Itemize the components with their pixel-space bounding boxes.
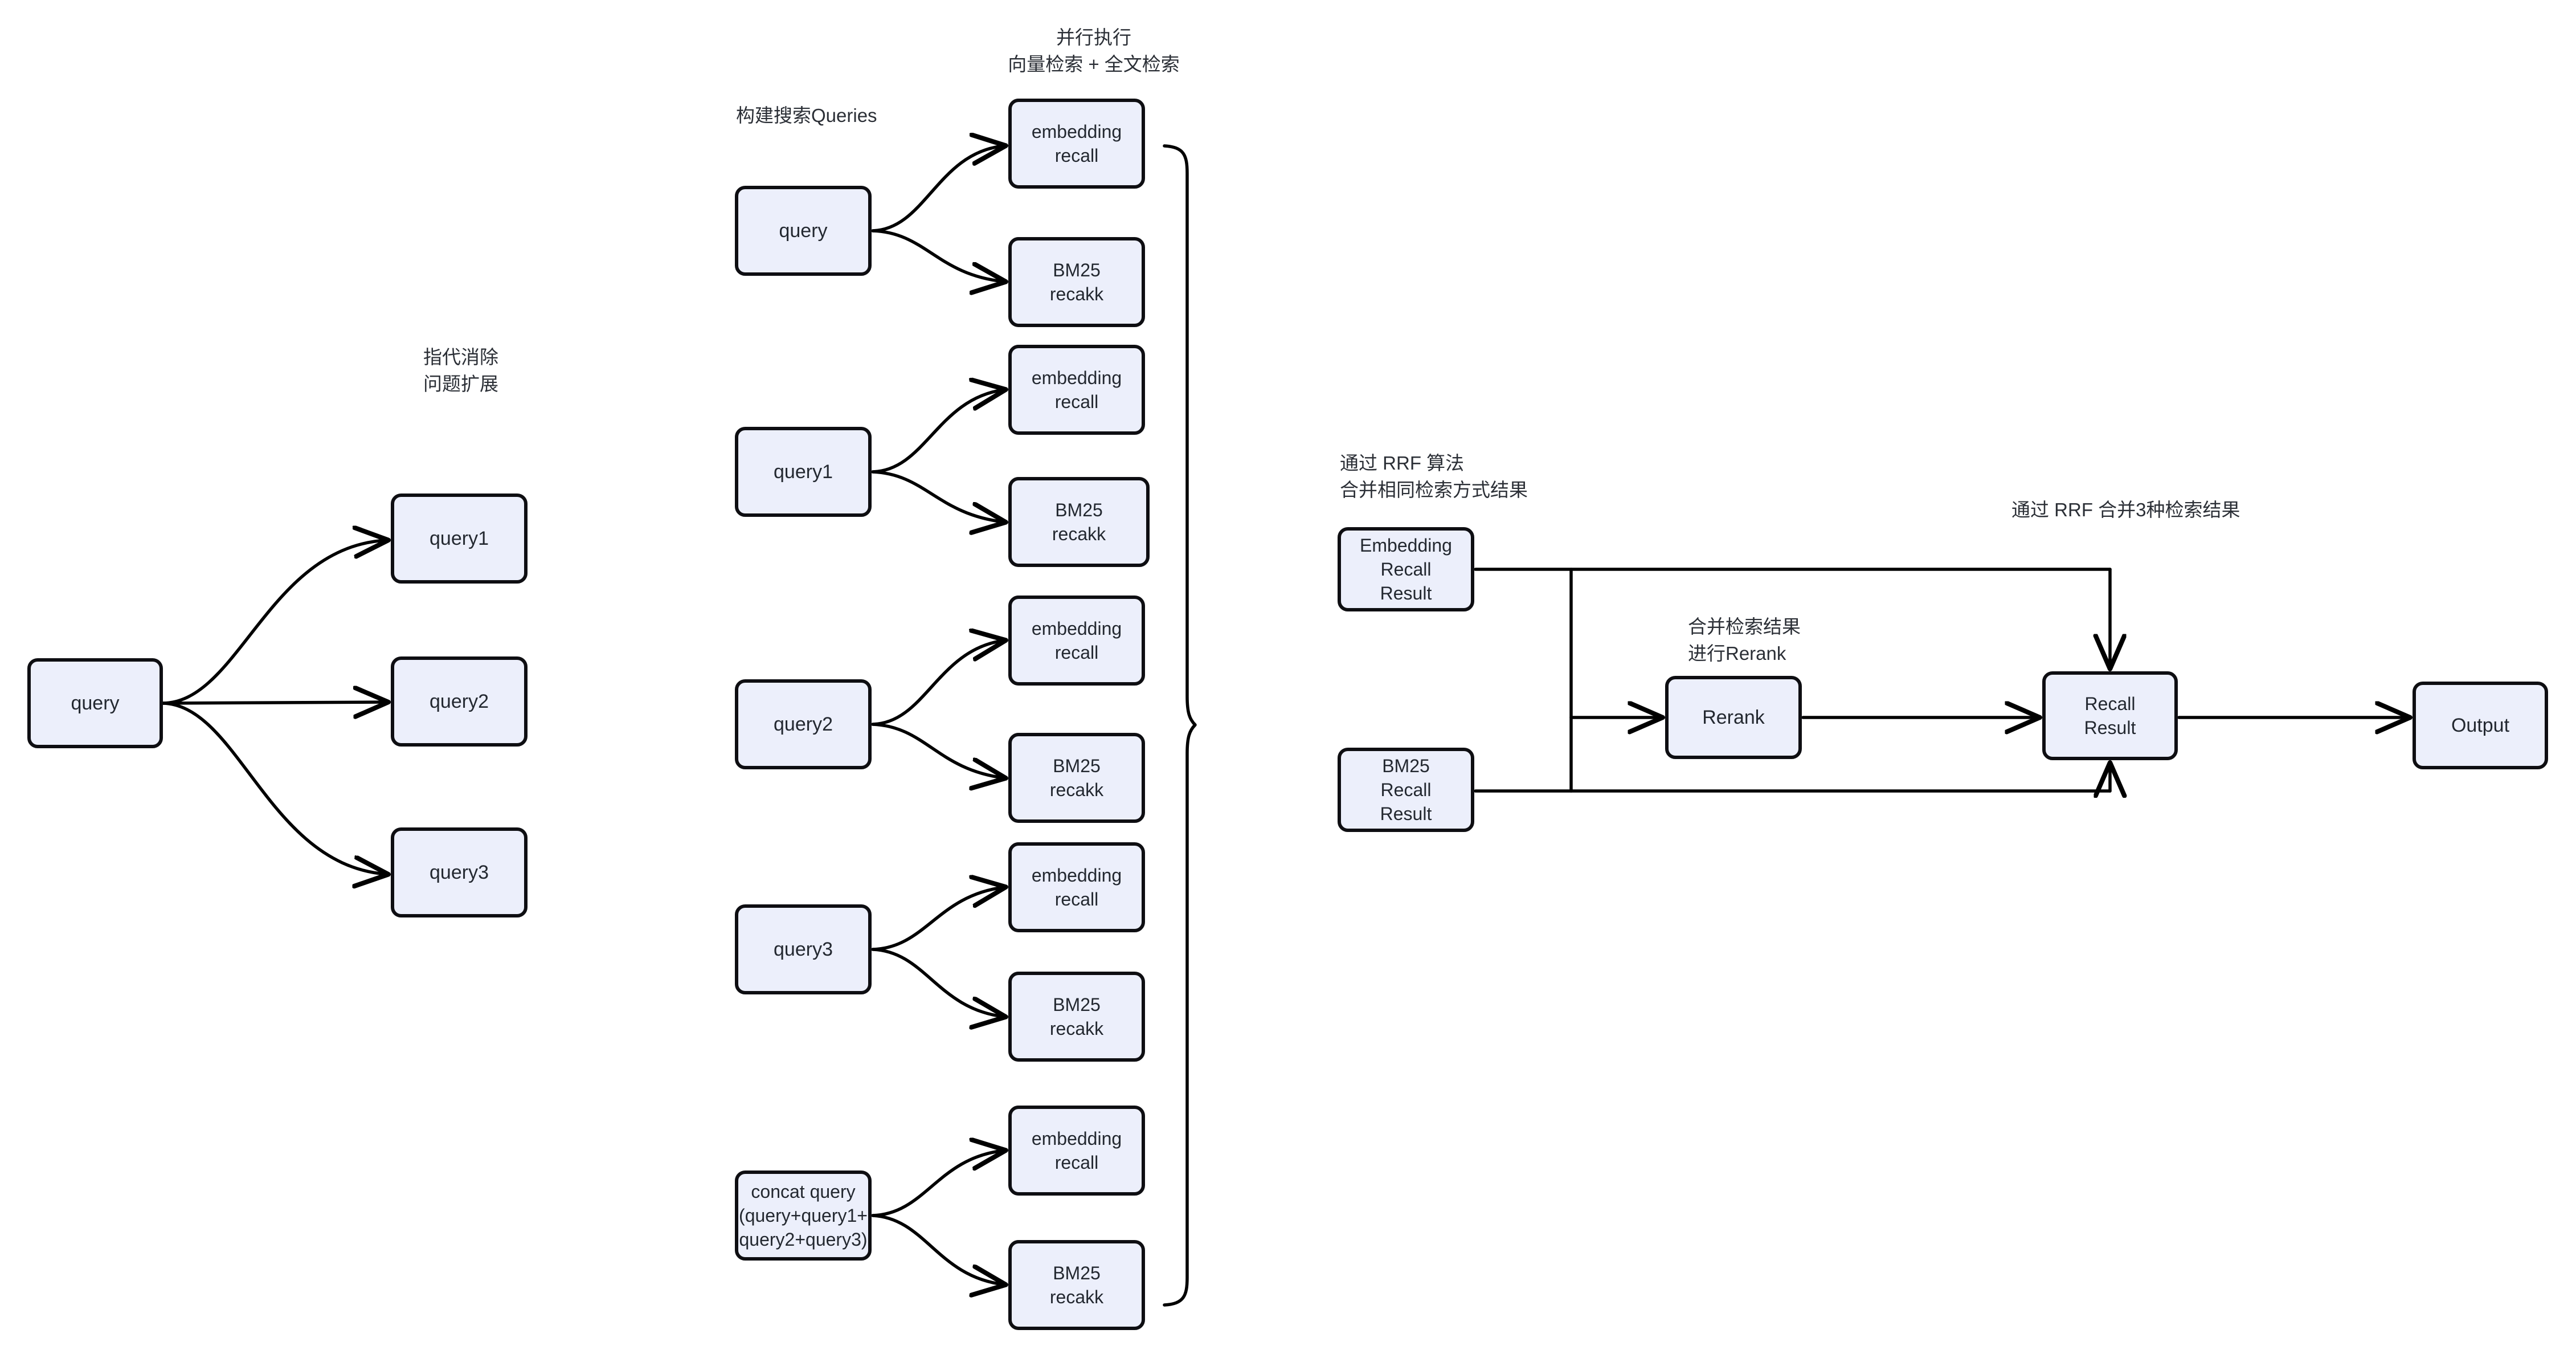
node-embedding-recall-5[interactable]: embedding recall	[1008, 1106, 1145, 1196]
node-query3-left[interactable]: query3	[391, 827, 528, 917]
edge-query2mid-to-bm25-3	[871, 723, 1004, 778]
note-build-queries: 构建搜索Queries	[736, 105, 877, 126]
edge-querymid-to-bm25-1	[871, 229, 1004, 282]
node-query2-left[interactable]: query2	[391, 656, 528, 747]
note-merge-rerank: 合并检索结果 进行Rerank	[1688, 616, 1801, 664]
note-rewrite: 指代消除 问题扩展	[423, 346, 498, 394]
node-query1-left[interactable]: query1	[391, 494, 528, 584]
node-query3-mid[interactable]: query3	[735, 904, 872, 994]
node-embedding-recall-1[interactable]: embedding recall	[1008, 99, 1145, 189]
node-bm25-recall-3[interactable]: BM25 recakk	[1008, 733, 1145, 823]
node-embedding-recall-2[interactable]: embedding recall	[1008, 345, 1145, 435]
node-embedding-recall-result[interactable]: Embedding Recall Result	[1338, 527, 1474, 611]
node-recall-result[interactable]: Recall Result	[2042, 671, 2178, 760]
node-query-mid[interactable]: query	[735, 186, 872, 276]
edge-concat-to-bm25-5	[871, 1214, 1004, 1284]
edge-query3mid-to-emb4	[871, 887, 1004, 951]
edge-concat-to-emb5	[871, 1151, 1004, 1217]
node-bm25-recall-2[interactable]: BM25 recakk	[1008, 477, 1150, 567]
node-bm25-recall-4[interactable]: BM25 recakk	[1008, 972, 1145, 1062]
node-bm25-recall-5[interactable]: BM25 recakk	[1008, 1240, 1145, 1330]
edge-query-to-query2	[161, 702, 386, 703]
node-bm25-recall-1[interactable]: BM25 recakk	[1008, 237, 1145, 327]
edge-query1mid-to-bm25-2	[871, 470, 1004, 522]
node-query1-mid[interactable]: query1	[735, 427, 872, 517]
edge-query-to-query1	[161, 540, 386, 705]
note-rrf-same-type: 通过 RRF 算法 合并相同检索方式结果	[1340, 452, 1528, 500]
edge-query-to-query3	[161, 702, 386, 874]
edge-querymid-to-emb1	[871, 146, 1004, 233]
edge-query3mid-to-bm25-4	[871, 948, 1004, 1017]
node-concat-query[interactable]: concat query (query+query1+ query2+query…	[735, 1171, 872, 1261]
edge-query1mid-to-emb2	[871, 390, 1004, 474]
node-output[interactable]: Output	[2413, 682, 2548, 769]
edge-query2mid-to-emb3	[871, 641, 1004, 726]
grouping-brace	[1163, 144, 1197, 1307]
node-rerank[interactable]: Rerank	[1665, 676, 1802, 759]
node-query-root[interactable]: query	[27, 658, 163, 748]
node-query2-mid[interactable]: query2	[735, 679, 872, 769]
node-embedding-recall-3[interactable]: embedding recall	[1008, 596, 1145, 686]
note-parallel-exec: 并行执行 向量检索 + 全文检索	[1008, 27, 1180, 75]
note-rrf-three: 通过 RRF 合并3种检索结果	[2011, 499, 2240, 520]
node-embedding-recall-4[interactable]: embedding recall	[1008, 842, 1145, 932]
node-bm25-recall-result[interactable]: BM25 Recall Result	[1338, 748, 1474, 832]
